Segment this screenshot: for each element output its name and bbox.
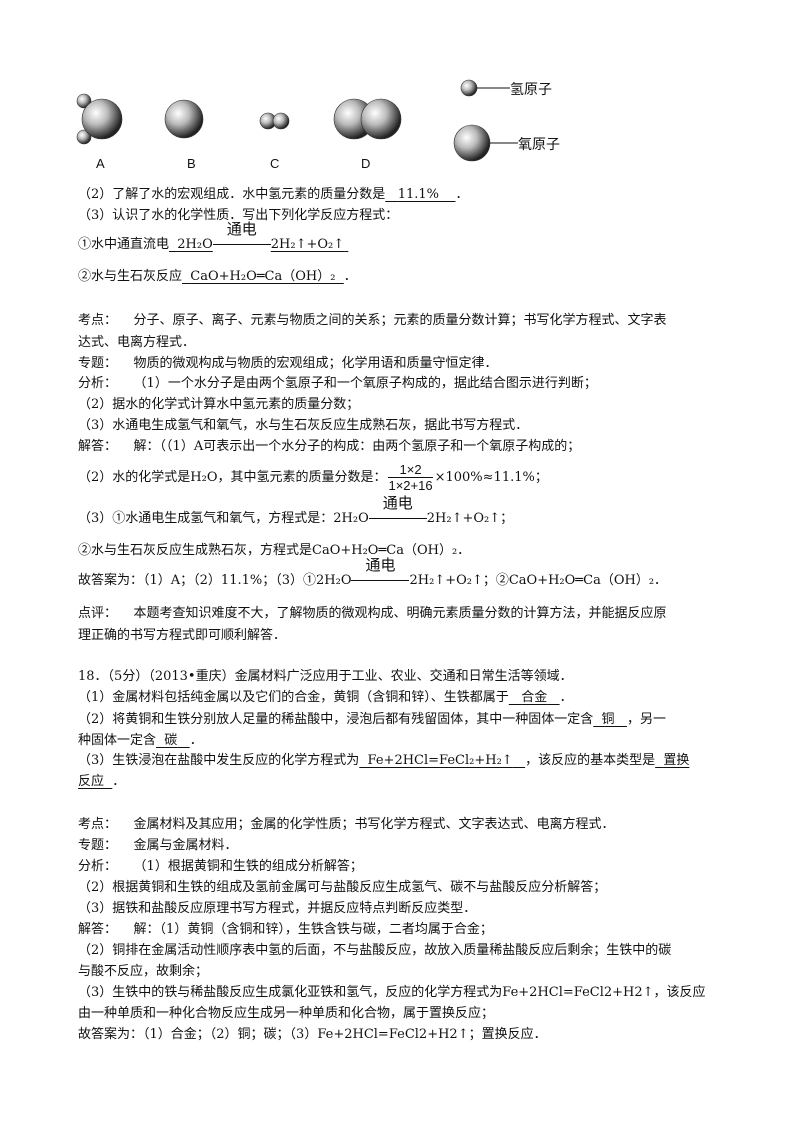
label-b: B <box>187 156 196 171</box>
q18-part3-cont: 反应 ． <box>78 774 126 789</box>
label-d: D <box>361 156 371 171</box>
q18-part2-cont: 种固体一定含 碳 ． <box>78 733 203 748</box>
molecule-b <box>164 99 204 139</box>
q17-fenxi-2: （2）据水的化学式计算水中氢元素的质量分数； <box>78 397 360 412</box>
label-a: A <box>96 156 105 171</box>
q17-kaodian: 考点： 分子、原子、离子、元素与物质之间的关系；元素的质量分数计算；书写化学方程… <box>78 313 667 328</box>
q17-part3: （3）认识了水的化学性质．写出下列化学反应方程式： <box>78 208 399 223</box>
q18-jieda-4: （3）生铁中的铁与稀盐酸反应生成氯化亚铁和氢气，反应的化学方程式为Fe+2HCl… <box>78 985 706 1000</box>
q18-answer-carbon: 碳 <box>164 733 178 748</box>
legend-hydrogen <box>460 79 510 97</box>
q18-jieda-5: 由一种单质和一种化合物反应生成另一种单质和化合物，属于置换反应； <box>78 1006 495 1021</box>
q17-kaodian-cont: 达式、电离方程式． <box>78 335 196 350</box>
molecule-c <box>259 112 290 130</box>
q18-answer-equation: Fe+2HCl=FeCl₂+H₂↑ <box>367 753 513 768</box>
q18-kaodian: 考点： 金属材料及其应用；金属的化学性质；书写化学方程式、文字表达式、电离方程式… <box>78 817 615 832</box>
q18-part2: （2）将黄铜和生铁分别放人足量的稀盐酸中，浸泡后都有残留固体，其中一种固体一定含… <box>78 712 666 727</box>
legend-hydrogen-label: 氢原子 <box>510 82 552 98</box>
q18-fenxi-2: （2）根据黄铜和生铁的组成及氢前金属可与盐酸反应生成氢气、碳不与盐酸反应分析解答… <box>78 880 607 895</box>
molecule-a <box>76 93 123 145</box>
q18-answer-alloy: 合金 <box>521 690 548 705</box>
q17-fenxi-3: （3）水通电生成氢气和氧气，水与生石灰反应生成熟石灰，据此书写方程式． <box>78 418 529 433</box>
q18-part3: （3）生铁浸泡在盐酸中发生反应的化学方程式为 Fe+2HCl=FeCl₂+H₂↑… <box>78 753 690 768</box>
q18-answer-reaction-type: 反应 <box>78 774 105 789</box>
q17-fenxi: 分析： （1）一个水分子是由两个氢原子和一个氧原子构成的，据此结合图示进行判断； <box>78 376 597 391</box>
q17-jieda: 解答： 解：（（1）A可表示出一个水分子的构成：由两个氢原子和一个氧原子构成的； <box>78 439 581 454</box>
electrolysis-condition: 通电 <box>212 220 271 254</box>
label-c: C <box>270 156 280 171</box>
q17-part2: （2）了解了水的宏观组成．水中氢元素的质量分数是 11.1% ． <box>78 187 469 202</box>
molecule-figure <box>76 79 518 162</box>
q18-part1: （1）金属材料包括纯金属以及它们的合金，黄铜（含铜和锌）、生铁都属于 合金 ． <box>78 690 573 705</box>
q18-answer-copper: 铜 <box>601 712 615 727</box>
q18-jieda-3: 与酸不反应，故剩余； <box>78 964 209 979</box>
legend-oxygen-label: 氧原子 <box>518 137 560 153</box>
electrolysis-condition: 通电 <box>368 494 427 528</box>
q18-fenxi: 分析： （1）根据黄铜和生铁的组成分析解答； <box>78 859 363 874</box>
legend-oxygen <box>453 124 518 162</box>
q18-answer: 故答案为：（1）合金；（2）铜；碳；（3）Fe+2HCl=FeCl2+H2↑；置… <box>78 1027 547 1042</box>
q17-reaction-2: ②水与生石灰反应 CaO+H₂O═Ca（OH）₂ ． <box>78 269 357 284</box>
q18-fenxi-3: （3）据铁和盐酸反应原理书写方程式，并据反应特点判断反应类型． <box>78 901 477 916</box>
q17-jieda-4: ②水与生石灰反应生成熟石灰，方程式是CaO+H₂O═Ca（OH）₂． <box>78 543 471 558</box>
electrolysis-condition: 通电 <box>351 556 410 590</box>
molecule-d <box>333 98 402 140</box>
q17-dianping: 点评： 本题考查知识难度不大，了解物质的微观构成、明确元素质量分数的计算方法，并… <box>78 606 667 621</box>
q17-dianping-cont: 理正确的书写方程式即可顺利解答． <box>78 628 287 643</box>
q18-title: 18．（5分）（2013•重庆）金属材料广泛应用于工业、农业、交通和日常生活等领… <box>78 669 573 684</box>
q18-jieda: 解答： 解：（1）黄铜（含铜和锌），生铁含铁与碳，二者均属于合金； <box>78 922 493 937</box>
q18-zhuanti: 专题： 金属与金属材料． <box>78 838 238 853</box>
q17-zhuanti: 专题： 物质的微观构成与物质的宏观组成；化学用语和质量守恒定律． <box>78 356 498 371</box>
q17-answer-mass-fraction: 11.1% <box>397 187 439 202</box>
q18-jieda-2: （2）铜排在金属活动性顺序表中氢的后面，不与盐酸反应，故放入质量稀盐酸反应后剩余… <box>78 943 672 958</box>
